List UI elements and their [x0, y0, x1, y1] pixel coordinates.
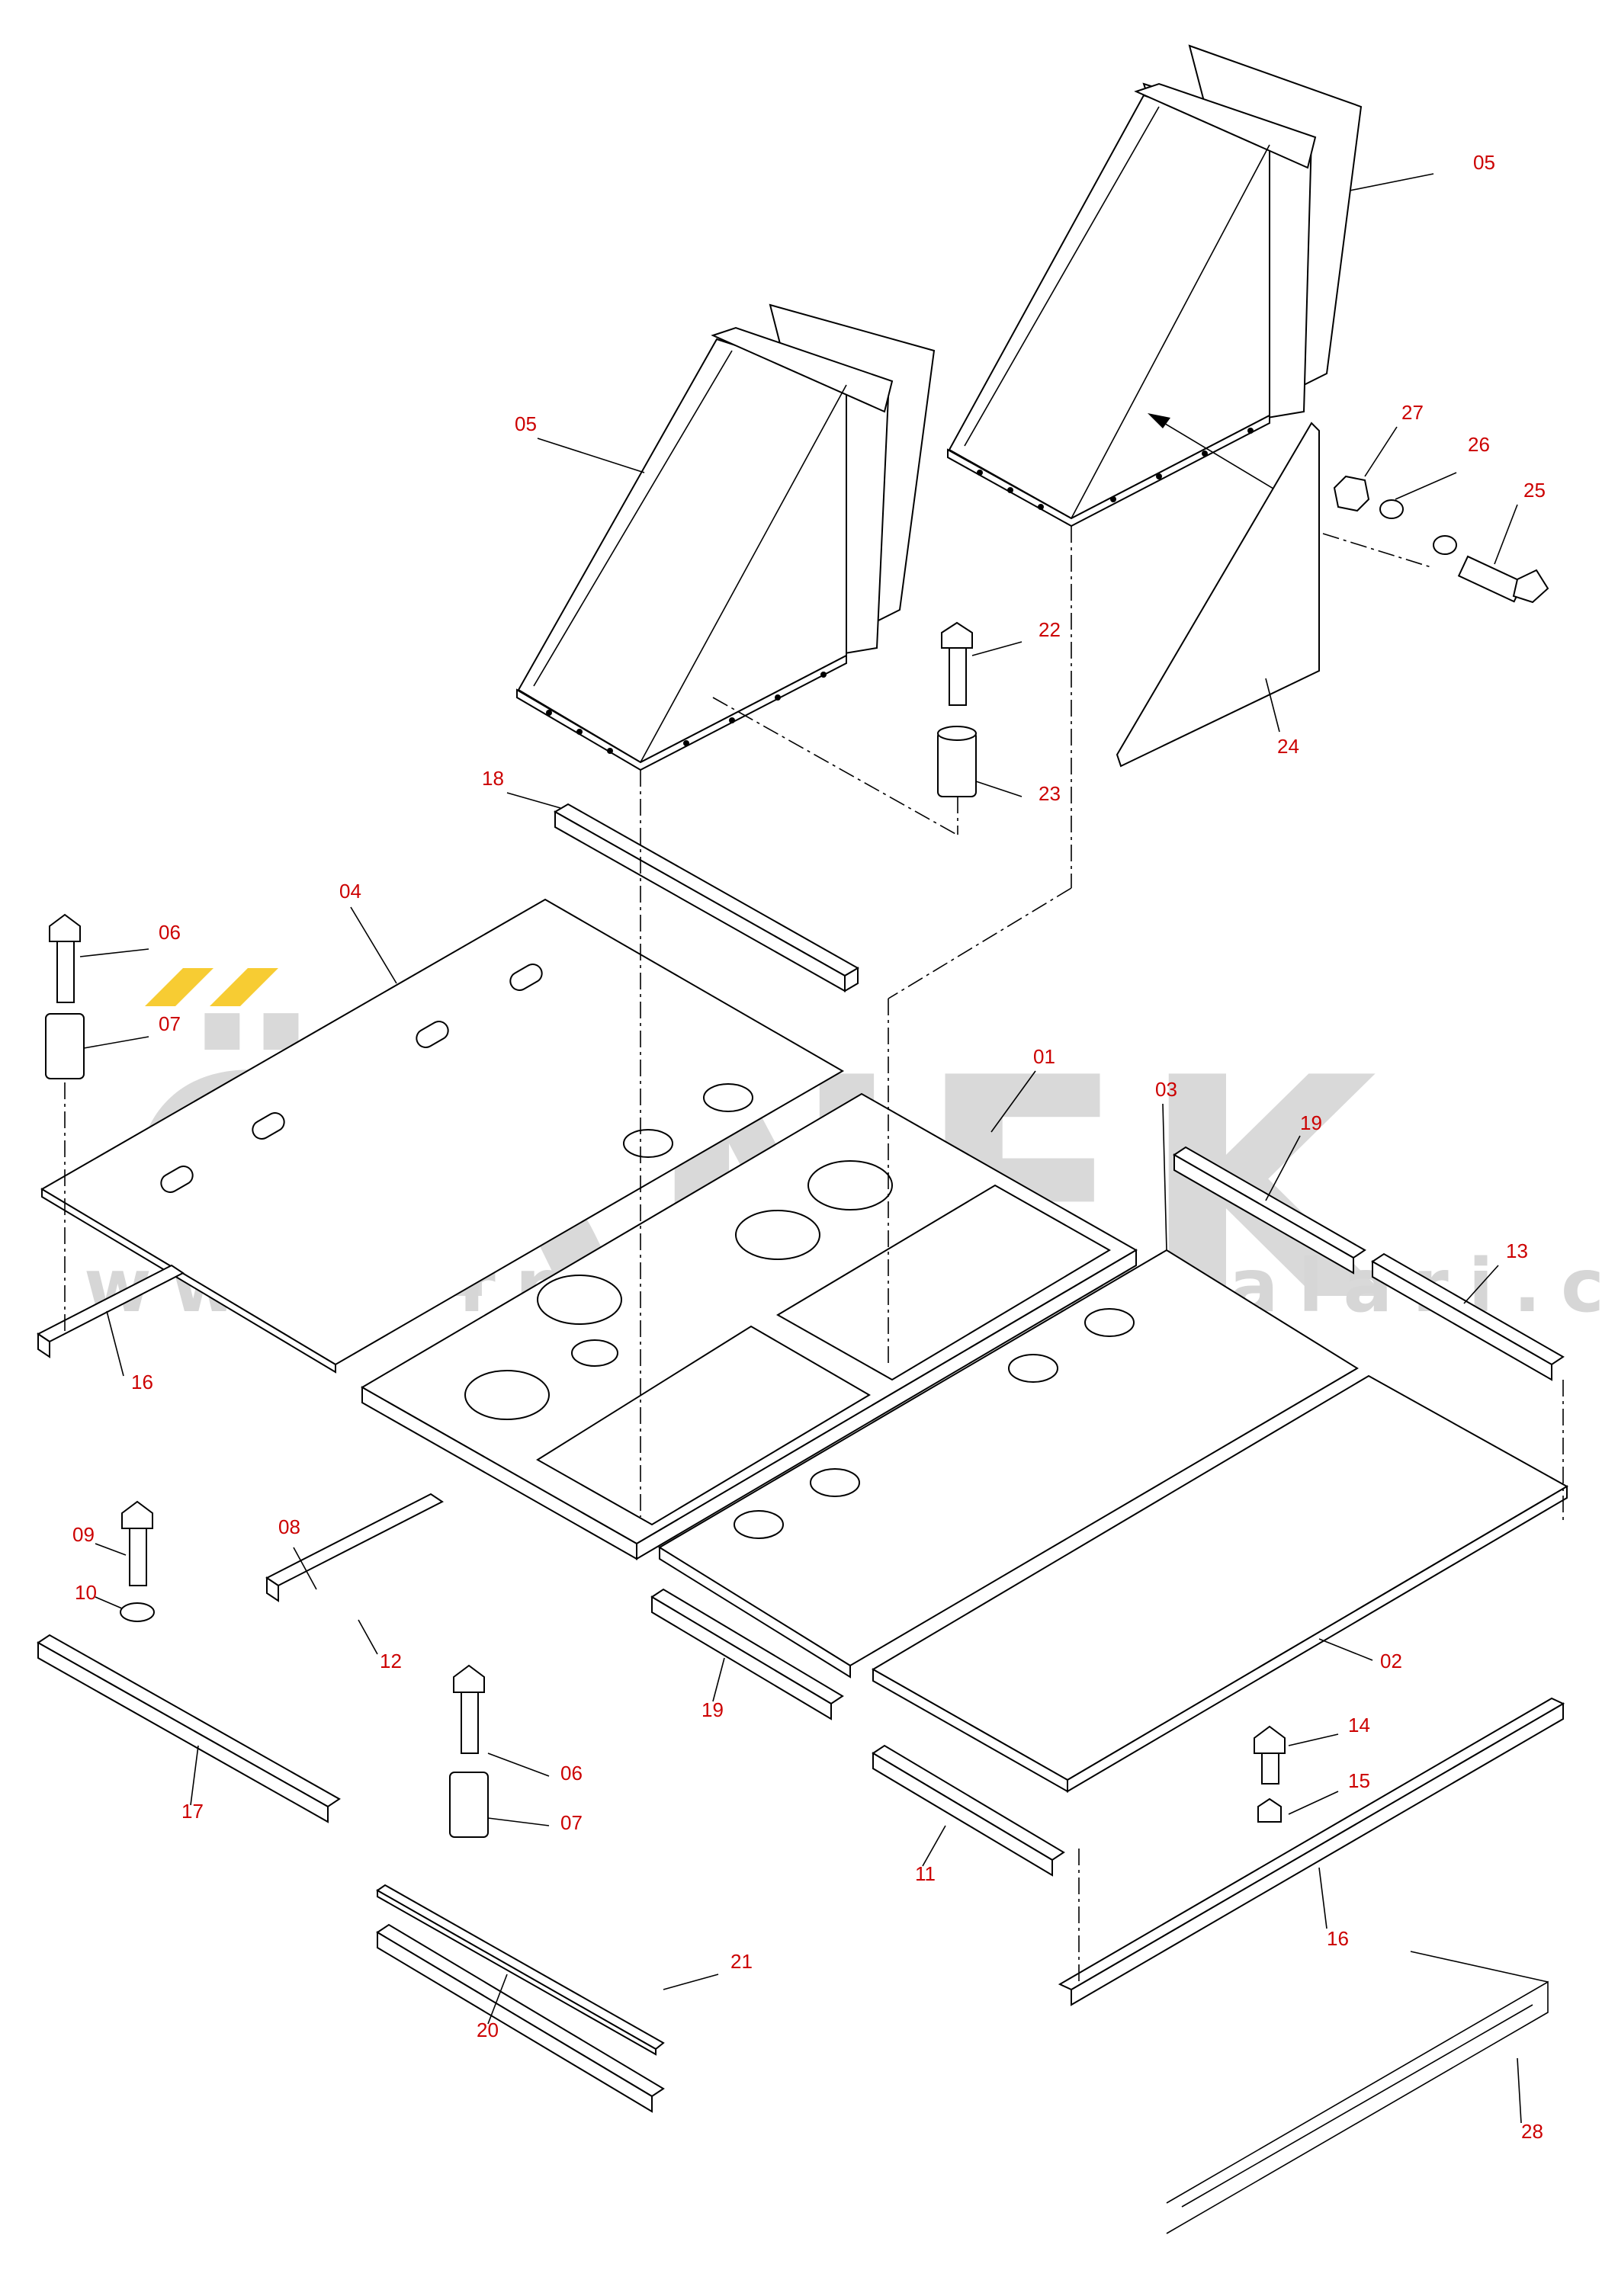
part-label-p13: 13 — [1506, 1239, 1528, 1262]
part-label-p05b: 05 — [1473, 151, 1495, 174]
part-label-p23: 23 — [1039, 782, 1061, 805]
gusset-plate — [1116, 422, 1320, 768]
leader-line-p17 — [190, 1745, 199, 1806]
leader-line-p08 — [293, 1547, 317, 1590]
part-label-p24: 24 — [1277, 735, 1299, 758]
part-label-p05a: 05 — [515, 412, 537, 435]
leader-line-p14 — [1288, 1733, 1339, 1746]
part-label-p19b: 19 — [701, 1698, 724, 1721]
part-label-p19a: 19 — [1300, 1111, 1322, 1134]
leader-line-p19a — [1265, 1135, 1301, 1201]
plate-02 — [872, 1374, 1569, 1793]
leader-line-p25 — [1494, 504, 1518, 565]
part-label-p06b: 06 — [560, 1762, 583, 1785]
leader-line-p26 — [1395, 472, 1457, 500]
part-label-p28: 28 — [1521, 2120, 1543, 2143]
leader-line-p21 — [663, 1974, 719, 1990]
leader-line-p01 — [990, 1070, 1036, 1133]
part-label-p17: 17 — [181, 1800, 204, 1823]
leader-line-p27 — [1364, 426, 1398, 477]
leader-line-p28 — [1517, 2057, 1522, 2124]
part-label-p12: 12 — [380, 1650, 402, 1672]
alignment-lines — [64, 526, 1564, 1986]
part-label-p27: 27 — [1401, 401, 1424, 424]
bolt-spacer-22-23 — [937, 621, 977, 835]
leader-line-p20 — [487, 1974, 508, 2025]
part-label-p06a: 06 — [159, 921, 181, 944]
part-label-p04: 04 — [339, 880, 361, 903]
plate-01 — [361, 1092, 1138, 1560]
part-label-p14: 14 — [1348, 1714, 1370, 1736]
leader-line-p10 — [95, 1596, 123, 1609]
part-label-p20: 20 — [477, 2019, 499, 2041]
part-label-p15: 15 — [1348, 1769, 1370, 1792]
part-label-p22: 22 — [1039, 618, 1061, 641]
bars-lower — [37, 1493, 1565, 2113]
leader-line-p15 — [1288, 1791, 1339, 1815]
leader-line-p22 — [971, 641, 1023, 656]
leader-line-p24 — [1265, 678, 1280, 733]
part-label-p16a: 16 — [131, 1371, 153, 1393]
leader-line-p11 — [922, 1825, 946, 1867]
leader-line-p16a — [106, 1310, 124, 1377]
part-label-p26: 26 — [1468, 433, 1490, 456]
bars-upper — [37, 1146, 1565, 1381]
leader-line-p06a — [79, 948, 149, 957]
leader-line-p18 — [506, 792, 561, 809]
part-label-p25: 25 — [1523, 479, 1546, 502]
leader-line-p09 — [95, 1543, 127, 1556]
bolt-stacks — [45, 913, 1286, 1838]
leader-line-p03 — [1162, 1103, 1167, 1251]
frame-28 — [1166, 1951, 1549, 2234]
leader-line-p05a — [537, 438, 645, 473]
leader-line-p06b — [487, 1752, 550, 1777]
part-label-p07b: 07 — [560, 1811, 583, 1834]
leader-line-p02 — [1318, 1638, 1373, 1661]
fastener-set-upper-right — [1322, 475, 1549, 604]
hopper-left — [516, 303, 936, 771]
hopper-right — [947, 44, 1363, 528]
leader-line-p12 — [358, 1619, 378, 1655]
leader-line-p19b — [712, 1657, 725, 1702]
part-label-p18: 18 — [482, 767, 504, 790]
leader-line-p04 — [350, 906, 397, 984]
part-label-p11: 11 — [915, 1862, 936, 1885]
part-label-p02: 02 — [1380, 1650, 1402, 1672]
watermark-accent-right — [210, 968, 278, 1006]
part-label-p07a: 07 — [159, 1012, 181, 1035]
watermark-accent-left — [145, 968, 213, 1006]
part-label-p03: 03 — [1155, 1078, 1177, 1101]
plate-03 — [658, 1249, 1359, 1679]
leader-line-p07a — [83, 1036, 149, 1049]
leader-line-p23 — [975, 781, 1023, 797]
part-label-p08: 08 — [278, 1515, 300, 1538]
part-labels: 05 05 27 26 25 22 23 24 18 04 06 07 01 03 19 13 16 08 09 10… — [72, 151, 1546, 2143]
plate-04 — [40, 898, 844, 1374]
bar-18 — [553, 803, 860, 992]
part-label-p21: 21 — [730, 1950, 753, 1973]
leader-line-p16b — [1318, 1867, 1328, 1929]
leader-line-p07b — [487, 1817, 550, 1826]
part-label-p01: 01 — [1033, 1045, 1055, 1068]
leader-line-p05b — [1349, 173, 1434, 191]
part-label-p16b: 16 — [1327, 1927, 1349, 1950]
part-label-p10: 10 — [75, 1581, 97, 1604]
part-label-p09: 09 — [72, 1523, 95, 1546]
leader-line-p13 — [1463, 1265, 1499, 1304]
